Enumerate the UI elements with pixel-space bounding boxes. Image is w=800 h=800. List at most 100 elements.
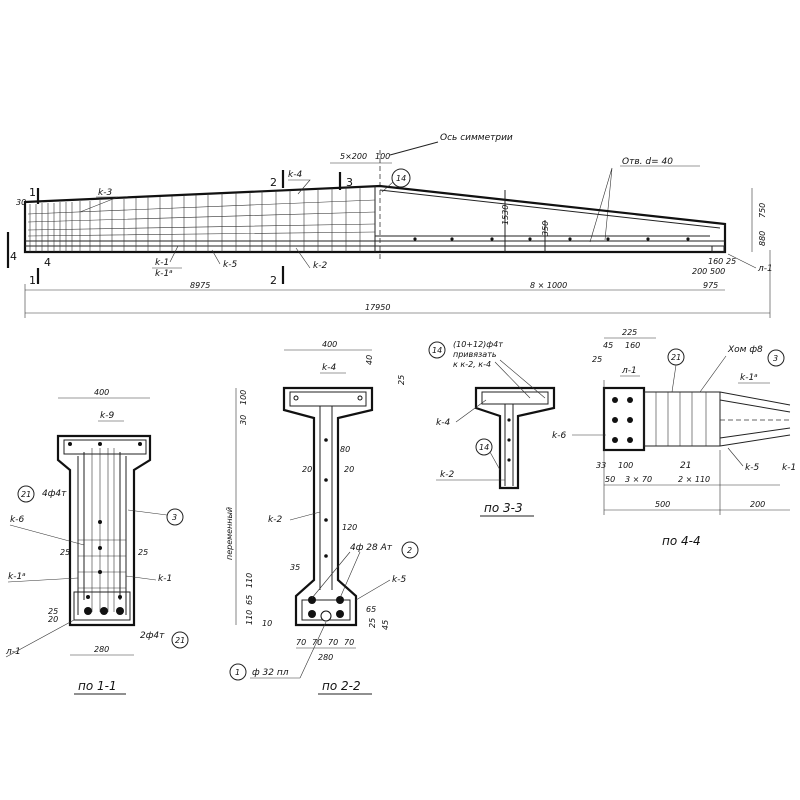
section-mark-1-top: 1	[29, 186, 36, 199]
s4-dim-225: 225	[622, 328, 637, 337]
section-mark-4-left: 4	[10, 250, 17, 263]
s2-dim-25b: 25	[368, 618, 377, 628]
section-mark-2-top: 2	[270, 176, 277, 189]
s2-dim-70c: 70	[328, 638, 338, 647]
s1-dim-25b: 25	[138, 548, 148, 557]
s1-label-k1a: k-1ᵃ	[8, 572, 26, 582]
s4-dim-25: 25	[592, 355, 602, 364]
s3-note-line2: привязать	[453, 350, 497, 359]
section-4-end-block	[602, 386, 646, 452]
dim-5x200: 5×200	[340, 152, 367, 161]
s2-dim-70d: 70	[344, 638, 354, 647]
dim-880: 880	[758, 231, 767, 246]
section-3-3: 14 (10+12)ф4т привязать к к-2, к-4 k-4 1…	[428, 340, 556, 517]
s1-callout-21b: 21	[175, 636, 185, 645]
s4-title: по 4-4	[662, 534, 701, 548]
section-1-outline	[56, 434, 152, 627]
s1-callout-21-circle	[17, 485, 35, 503]
s1-dim-25a: 25	[60, 548, 70, 557]
s2-dim-80: 80	[340, 445, 350, 454]
s3-title: по 3-3	[484, 501, 523, 515]
s2-callout-1-circle	[229, 663, 247, 681]
s4-callout-3-circle	[767, 349, 785, 367]
s2-dim-65a: 65	[245, 595, 254, 605]
s4-label-k6: k-6	[552, 431, 566, 441]
dim-17950: 17950	[365, 303, 390, 312]
dim-160: 160	[708, 257, 723, 266]
s1-label-l1: л-1	[5, 647, 21, 657]
beam-elevation: Ось симметрии Отв. d= 40	[6, 133, 773, 318]
s1-callout-21b-circle	[171, 631, 189, 649]
s1-label-k6: k-6	[10, 515, 24, 525]
s2-dim-65b: 65	[366, 605, 376, 614]
s1-callout-3: 3	[172, 513, 177, 522]
dim-30: 30	[16, 198, 26, 207]
s3-note-line1: (10+12)ф4т	[453, 340, 503, 349]
s1-label-k9: k-9	[100, 411, 114, 421]
support-plate	[711, 245, 725, 253]
s4-callout-21: 21	[671, 353, 681, 362]
s2-label-variable: переменный	[225, 507, 234, 560]
s4-dim-160: 160	[625, 341, 640, 350]
s1-dim-20: 20	[48, 615, 58, 624]
symmetry-axis-label: Ось симметрии	[440, 133, 513, 143]
section-3-outline	[474, 386, 556, 490]
stirrup-grid-left	[27, 187, 376, 252]
s2-dim-70b: 70	[312, 638, 322, 647]
s2-dim-110a: 110	[245, 573, 254, 588]
s2-dim-110b: 110	[245, 610, 254, 625]
s4-dim-33: 33	[596, 461, 606, 470]
dim-200: 200	[692, 267, 707, 276]
callout-14-circle	[391, 168, 411, 188]
label-l1: л-1	[757, 264, 773, 274]
s2-dim-20b: 20	[344, 465, 354, 474]
s2-dim-120: 120	[342, 523, 357, 532]
s2-dim-280: 280	[318, 653, 333, 662]
dim-8x1000: 8 × 1000	[530, 281, 567, 290]
s1-label-4f4: 4ф4т	[42, 489, 67, 499]
s1-title: по 1-1	[78, 679, 117, 693]
s4-label-l1: л-1	[621, 366, 637, 376]
s4-dim-45: 45	[603, 341, 613, 350]
section-marks: 1 1 2 2 3 4 4	[6, 170, 353, 287]
s2-callout-1: 1	[235, 668, 240, 677]
dim-500: 500	[710, 267, 725, 276]
section-2-outline	[282, 386, 374, 627]
s4-dim-50: 50	[605, 475, 615, 484]
callout-14-leader	[381, 181, 394, 193]
s4-label-21: 21	[680, 461, 691, 471]
dim-350: 350	[541, 221, 550, 236]
s2-dim-10: 10	[262, 619, 272, 628]
label-k1: k-1	[155, 258, 169, 268]
s3-callout-14b-circle	[475, 438, 493, 456]
s4-dim-3x70: 3 × 70	[625, 475, 652, 484]
dim-100: 100	[375, 152, 390, 161]
beam-outline	[23, 184, 727, 254]
s3-label-k4: k-4	[436, 418, 450, 428]
axis-leader	[389, 141, 439, 156]
label-k1a: k-1ᵃ	[155, 269, 173, 279]
s1-label-k1: k-1	[158, 574, 172, 584]
s2-dim-30: 30	[239, 415, 248, 425]
s2-label-4f28: 4ф 28 Ат	[350, 543, 393, 553]
section-1-1: 400 k-9 4ф4т 21 3 k-6 25 25 k-1ᵃ k-1 25 …	[5, 388, 189, 695]
s2-label-k5: k-5	[392, 575, 406, 585]
s4-callout-3: 3	[773, 354, 778, 363]
label-k3: k-3	[98, 188, 112, 198]
s4-dim-500: 500	[655, 500, 670, 509]
s1-callout-3-circle	[166, 508, 184, 526]
s2-label-k4: k-4	[322, 363, 336, 373]
dim-25: 25	[726, 257, 736, 266]
s4-dim-2x110: 2 × 110	[678, 475, 710, 484]
s2-dim-45: 45	[381, 620, 390, 630]
label-k5: k-5	[223, 260, 237, 270]
s2-label-f32: ф 32 пл	[252, 668, 289, 678]
s2-dim-70a: 70	[296, 638, 306, 647]
label-k2: k-2	[313, 261, 327, 271]
s3-callout-14-circle	[428, 341, 446, 359]
opening-leader	[589, 165, 700, 243]
s2-dim-100: 100	[239, 390, 248, 405]
s2-label-k2: k-2	[268, 515, 282, 525]
s3-note-line3: к к-2, к-4	[453, 360, 491, 369]
